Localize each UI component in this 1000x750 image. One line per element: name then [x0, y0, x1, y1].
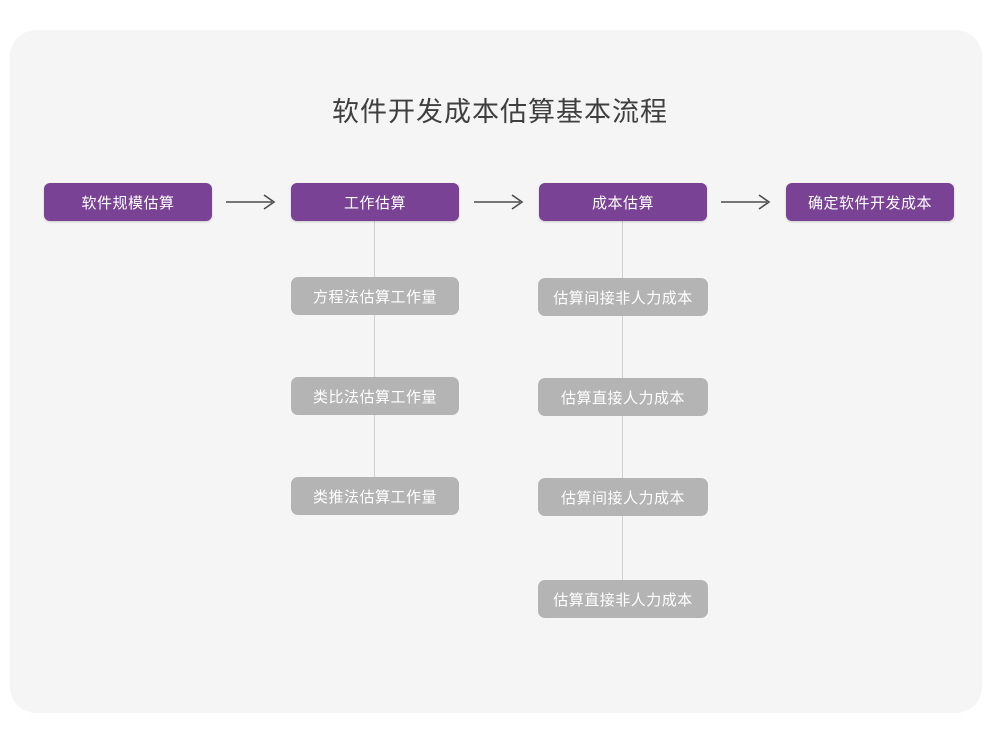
step-label: 成本估算 — [591, 194, 654, 212]
step-software-scale-estimation[interactable]: 软件规模估算 — [44, 183, 212, 221]
sub-step-label: 类推法估算工作量 — [312, 488, 437, 506]
step-label: 软件规模估算 — [81, 194, 175, 212]
diagram-card — [10, 30, 982, 713]
sub-step-indirect-nonlabor-cost[interactable]: 估算间接非人力成本 — [538, 278, 708, 316]
step-label: 确定软件开发成本 — [807, 194, 932, 212]
page-title: 软件开发成本估算基本流程 — [332, 97, 668, 127]
step-work-estimation[interactable]: 工作估算 — [291, 183, 459, 221]
sub-step-label: 类比法估算工作量 — [312, 388, 437, 406]
sub-step-inference-method-workload[interactable]: 类推法估算工作量 — [291, 477, 459, 515]
step-cost-estimation[interactable]: 成本估算 — [539, 183, 707, 221]
sub-step-label: 估算直接人力成本 — [560, 389, 685, 407]
sub-step-direct-nonlabor-cost[interactable]: 估算直接非人力成本 — [538, 580, 708, 618]
arrow-2-icon — [472, 191, 528, 213]
step-determine-development-cost[interactable]: 确定软件开发成本 — [786, 183, 954, 221]
sub-step-equation-method-workload[interactable]: 方程法估算工作量 — [291, 277, 459, 315]
sub-step-analogy-method-workload[interactable]: 类比法估算工作量 — [291, 377, 459, 415]
arrow-1-icon — [224, 191, 280, 213]
sub-step-label: 估算间接人力成本 — [560, 489, 685, 507]
step-label: 工作估算 — [343, 194, 406, 212]
sub-step-label: 估算直接非人力成本 — [553, 591, 693, 609]
connector-line-work — [374, 219, 375, 499]
sub-step-label: 方程法估算工作量 — [312, 288, 437, 306]
sub-step-label: 估算间接非人力成本 — [553, 289, 693, 307]
sub-step-indirect-labor-cost[interactable]: 估算间接人力成本 — [538, 478, 708, 516]
arrow-3-icon — [719, 191, 775, 213]
sub-step-direct-labor-cost[interactable]: 估算直接人力成本 — [538, 378, 708, 416]
